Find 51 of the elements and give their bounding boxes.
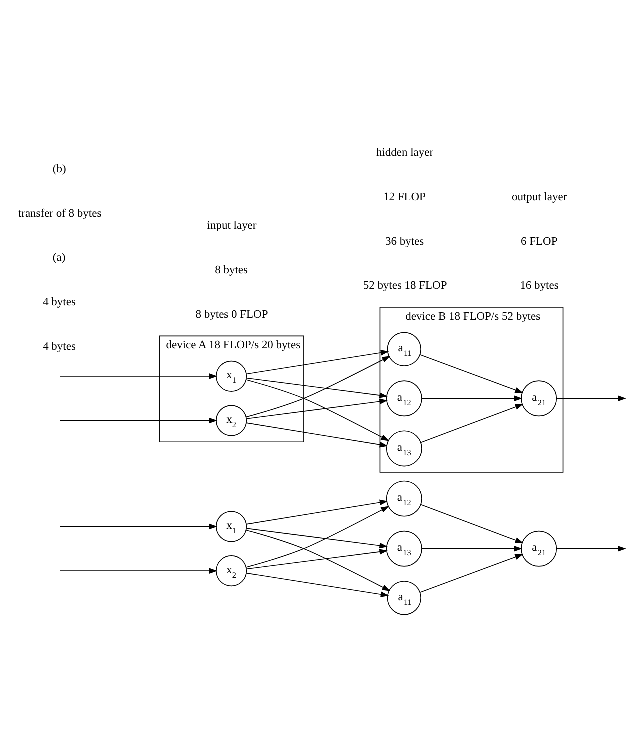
node-circle: a$_{11}$ xyxy=(387,580,422,615)
arrow xyxy=(422,395,523,401)
label: 4 bytes xyxy=(43,340,76,352)
node-circle: a$_{12}$ xyxy=(386,480,422,516)
node-circle: x$_{2}$ xyxy=(216,555,248,586)
node-circle: x$_{1}$ xyxy=(216,510,248,542)
arrow xyxy=(246,506,390,568)
node-circle: a$_{21}$ xyxy=(521,380,558,416)
arrow xyxy=(420,354,524,393)
node-circle: a$_{21}$ xyxy=(521,530,558,566)
arrow xyxy=(60,373,218,379)
node-circle: a$_{13}$ xyxy=(386,530,422,566)
label: output layer xyxy=(512,190,568,203)
label: transfer of 8 bytes xyxy=(18,207,102,220)
label: 16 bytes xyxy=(520,280,559,292)
arrow xyxy=(420,404,524,443)
arrow xyxy=(246,379,390,441)
arrow xyxy=(246,398,388,419)
arrow xyxy=(60,417,218,424)
label: 4 bytes xyxy=(43,296,76,308)
arrow xyxy=(246,356,391,418)
arrow xyxy=(420,504,524,543)
label: 6 FLOP xyxy=(521,235,558,248)
node-circle: x$_{2}$ xyxy=(216,404,248,436)
arrow xyxy=(246,572,390,597)
node-circle: a$_{12}$ xyxy=(386,380,422,416)
label: hidden layer xyxy=(376,146,434,159)
label: 12 FLOP xyxy=(383,190,426,203)
arrow xyxy=(60,523,218,530)
arrow xyxy=(422,546,523,552)
arrow xyxy=(556,395,626,401)
arrow xyxy=(246,529,391,591)
node-circle: a$_{11}$ xyxy=(387,332,422,366)
arrow xyxy=(246,350,390,374)
node-label: 52 bytes 18 FLOP xyxy=(363,280,448,292)
node-circle: a$_{13}$ xyxy=(386,430,422,466)
arrow xyxy=(246,499,388,524)
arrow xyxy=(60,568,218,574)
label: (b) xyxy=(52,163,66,176)
label: input layer xyxy=(207,220,257,232)
label: 8 bytes xyxy=(215,264,248,276)
arrow xyxy=(246,377,388,398)
arrow xyxy=(246,528,388,548)
arrow xyxy=(246,548,388,570)
arrow xyxy=(556,546,626,552)
arrow xyxy=(420,554,524,593)
node-circle: x$_{1}$ xyxy=(216,360,248,392)
arrow xyxy=(246,422,388,448)
node-label: 8 bytes 0 FLOP xyxy=(196,308,268,320)
label: (a) xyxy=(52,252,66,264)
label: 36 bytes xyxy=(386,235,424,248)
